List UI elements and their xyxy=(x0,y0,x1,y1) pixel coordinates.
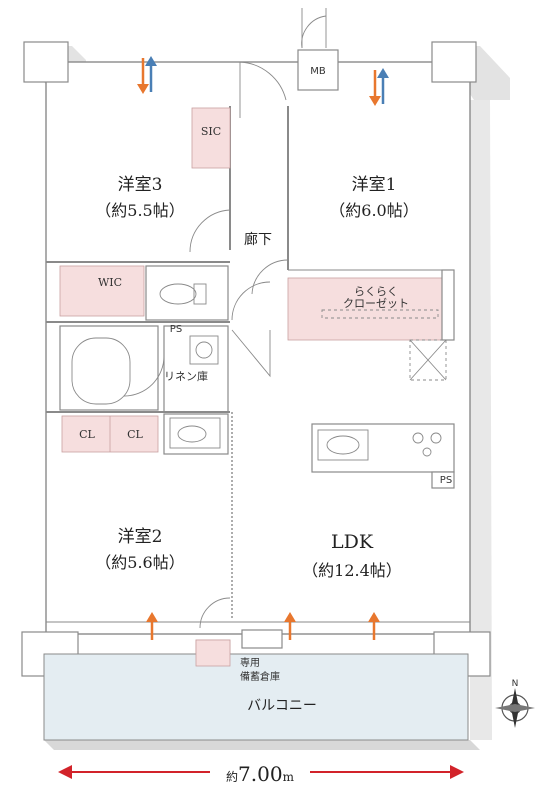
ventilation-arrows xyxy=(137,56,389,640)
sink-icon xyxy=(177,425,207,443)
compass-icon: N xyxy=(495,679,535,728)
room-yoshitsu3-size: （約5.5帖） xyxy=(95,201,184,220)
balcony xyxy=(43,653,469,741)
dimension-value: 7.00 xyxy=(238,762,283,786)
linen-label: リネン庫 xyxy=(164,369,208,383)
cl-label-1: CL xyxy=(79,428,95,441)
ps-label-1: PS xyxy=(170,324,182,335)
ps-label-2: PS xyxy=(440,475,452,486)
wic-label: WIC xyxy=(98,276,122,289)
fixtures xyxy=(71,283,221,449)
rakuraku-closet xyxy=(287,277,443,341)
rakuraku-label-1: らくらく xyxy=(354,285,398,298)
svg-text:約7.00m: 約7.00m xyxy=(226,762,295,786)
rakuraku-label-2: クローゼット xyxy=(343,297,409,310)
kitchen-counter xyxy=(311,423,455,473)
wic-closet xyxy=(59,265,145,317)
corridor-label: 廊下 xyxy=(244,231,272,248)
storage-label-2: 備蓄倉庫 xyxy=(240,670,280,683)
dimension-line: 約7.00m xyxy=(58,760,464,786)
sic-closet xyxy=(191,107,231,169)
room-ldk-size: （約12.4帖） xyxy=(302,561,402,580)
toilet-icon xyxy=(159,283,197,305)
room-yoshitsu3-name: 洋室3 xyxy=(118,175,163,195)
bathroom xyxy=(59,325,159,411)
compass-north-label: N xyxy=(512,679,519,689)
sic-label: SIC xyxy=(201,125,221,138)
entrance-door xyxy=(239,61,287,118)
bathtub-icon xyxy=(71,337,131,405)
room-yoshitsu1-size: （約6.0帖） xyxy=(329,201,418,220)
mb-closet: MB xyxy=(297,8,339,91)
dimension-unit: m xyxy=(283,770,295,784)
room-ldk-name: LDK xyxy=(331,531,374,553)
balcony-label: バルコニー xyxy=(247,698,317,714)
room-yoshitsu2-name: 洋室2 xyxy=(118,527,163,547)
mb-label: MB xyxy=(310,66,326,77)
room-labels: 洋室3 （約5.5帖） 洋室1 （約6.0帖） 洋室2 （約5.6帖） LDK … xyxy=(79,125,452,714)
cl-label-2: CL xyxy=(127,428,143,441)
room-yoshitsu1-name: 洋室1 xyxy=(352,175,397,195)
room-yoshitsu2-size: （約5.6帖） xyxy=(95,553,184,572)
dimension-prefix: 約 xyxy=(226,769,238,784)
storage-label-1: 専用 xyxy=(240,657,260,669)
